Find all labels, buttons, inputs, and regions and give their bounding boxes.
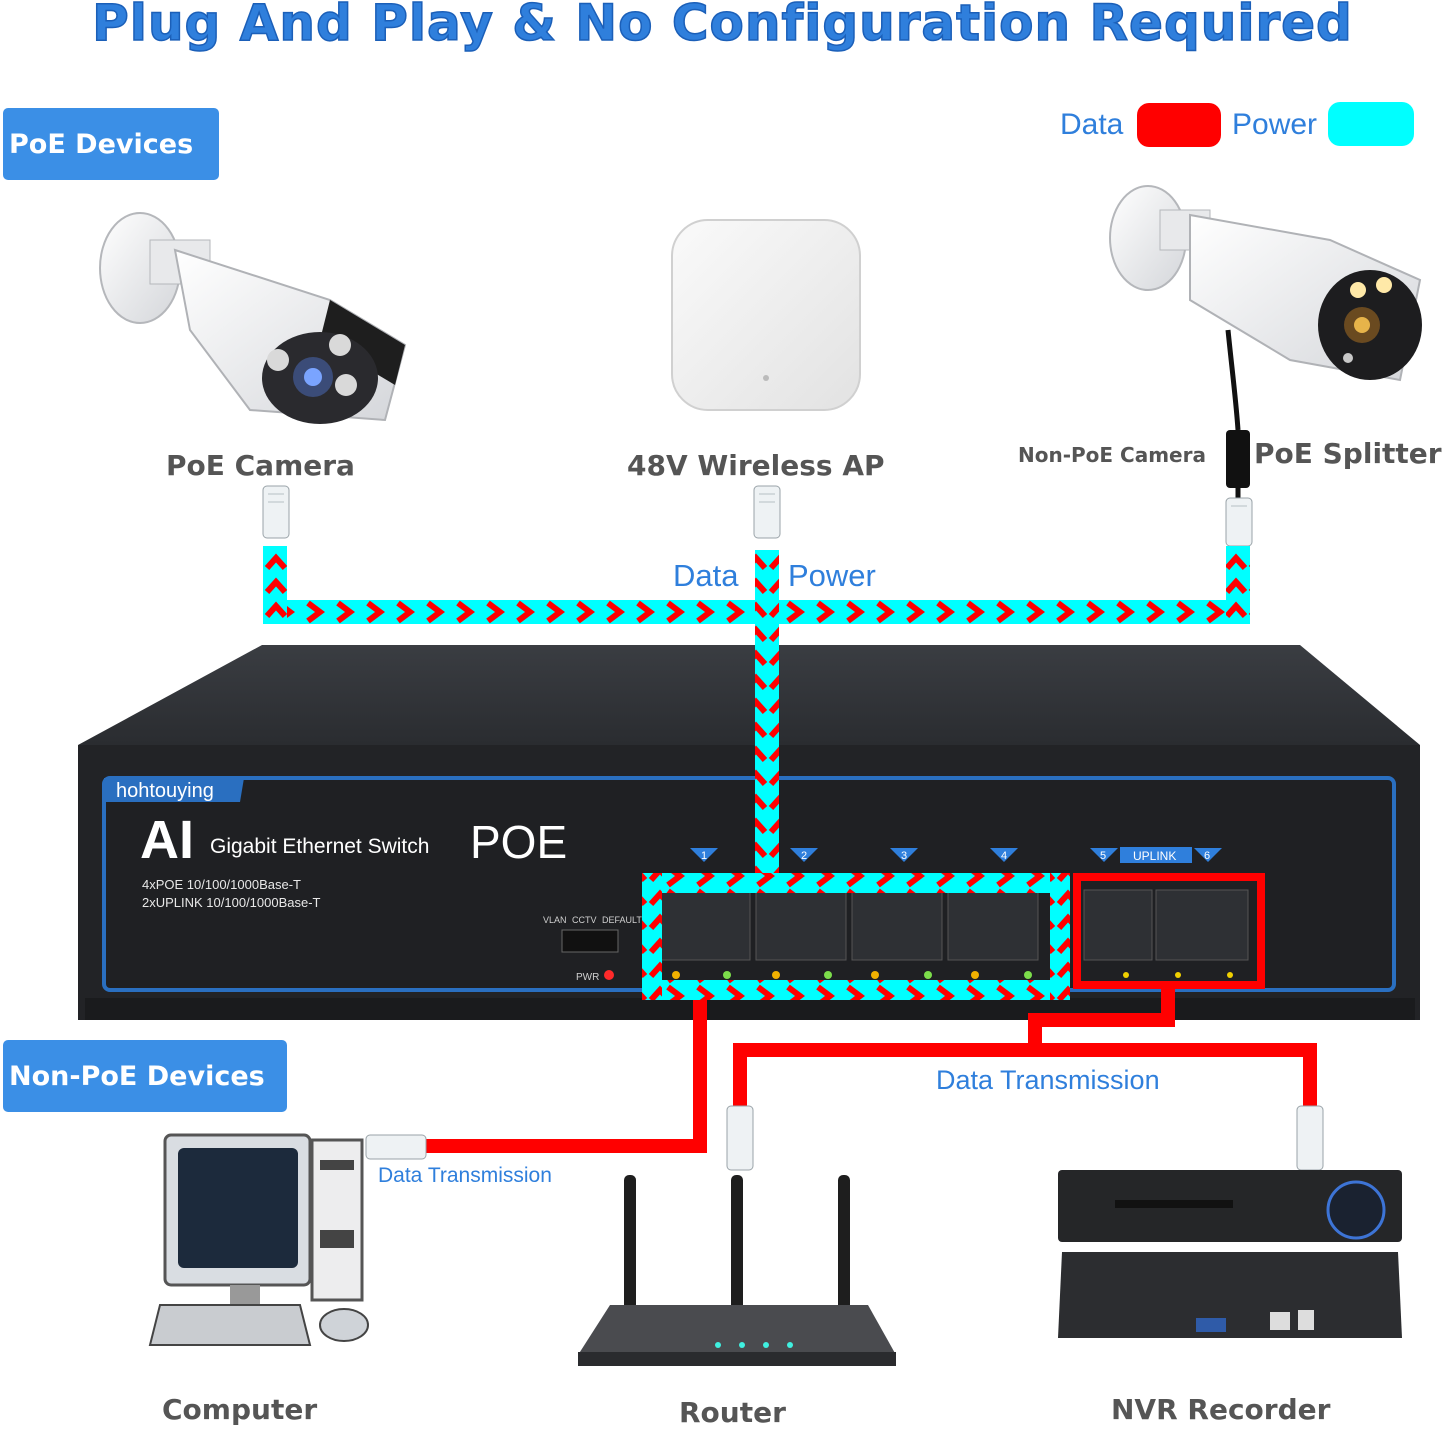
non-poe-devices-badge: Non-PoE Devices (3, 1040, 287, 1112)
headline: Plug And Play & No Configuration Require… (91, 0, 1353, 53)
port-number-6: 6 (1204, 850, 1210, 862)
legend-power-label: Power (1232, 108, 1318, 141)
switch-poe-label: POE (470, 816, 567, 868)
mode-default-label: DEFAULT (602, 915, 642, 925)
computer-label: Computer (162, 1393, 318, 1426)
port-number-1: 1 (701, 850, 707, 862)
switch-subtitle: Gigabit Ethernet Switch (210, 835, 429, 858)
poe-camera-image (99, 212, 407, 424)
port-number-2: 2 (801, 850, 807, 862)
switch-ai-label: AI (140, 810, 194, 870)
legend-data-label: Data (1060, 108, 1124, 141)
router-label: Router (679, 1396, 786, 1429)
computer-image (148, 1133, 369, 1346)
switch-spec-poe: 4xPOE 10/100/1000Base-T (142, 877, 301, 892)
port-number-5: 5 (1100, 850, 1106, 862)
poe-devices-badge: PoE Devices (3, 108, 219, 180)
poe-splitter-label: PoE Splitter (1254, 437, 1442, 470)
uplink-label: UPLINK (1133, 849, 1176, 863)
pwr-label: PWR (576, 972, 599, 983)
nvr-image (1058, 1170, 1402, 1338)
rj45-connector-splitter (1225, 497, 1253, 547)
rj45-connector-ap (753, 485, 781, 539)
rj45-connector-computer (365, 1134, 427, 1160)
data-cables (420, 873, 1317, 1153)
non-poe-camera-label: Non-PoE Camera (1018, 443, 1206, 467)
legend-data-swatch (1137, 103, 1221, 147)
poe-camera-label: PoE Camera (166, 449, 355, 482)
switch-body (78, 645, 1420, 1020)
legend-power-swatch (1328, 102, 1414, 146)
cable-data-label: Data (673, 558, 739, 593)
mode-cctv-label: CCTV (572, 915, 597, 925)
wireless-ap-image (671, 219, 861, 411)
switch-spec-uplink: 2xUPLINK 10/100/1000Base-T (142, 895, 321, 910)
wireless-ap-label: 48V Wireless AP (627, 449, 885, 482)
switch-brand: hohtouying (116, 780, 214, 802)
poe-splitter-image (1225, 329, 1250, 500)
port-number-4: 4 (1001, 850, 1007, 862)
poe-cable-top (263, 546, 1250, 880)
rj45-connector-camera (262, 485, 290, 539)
poe-port-frame (642, 873, 1070, 1000)
router-image (578, 1175, 896, 1366)
rj45-connector-nvr (1296, 1105, 1324, 1171)
non-poe-camera-image (1109, 185, 1422, 382)
cable-power-label: Power (788, 558, 876, 593)
port-markers (690, 847, 1222, 863)
mode-vlan-label: VLAN (543, 915, 567, 925)
port-number-3: 3 (901, 850, 907, 862)
data-transmission-label-right: Data Transmission (936, 1065, 1160, 1095)
nvr-recorder-label: NVR Recorder (1111, 1393, 1331, 1426)
data-transmission-label-left: Data Transmission (378, 1164, 552, 1187)
rj45-connector-router (726, 1105, 754, 1171)
